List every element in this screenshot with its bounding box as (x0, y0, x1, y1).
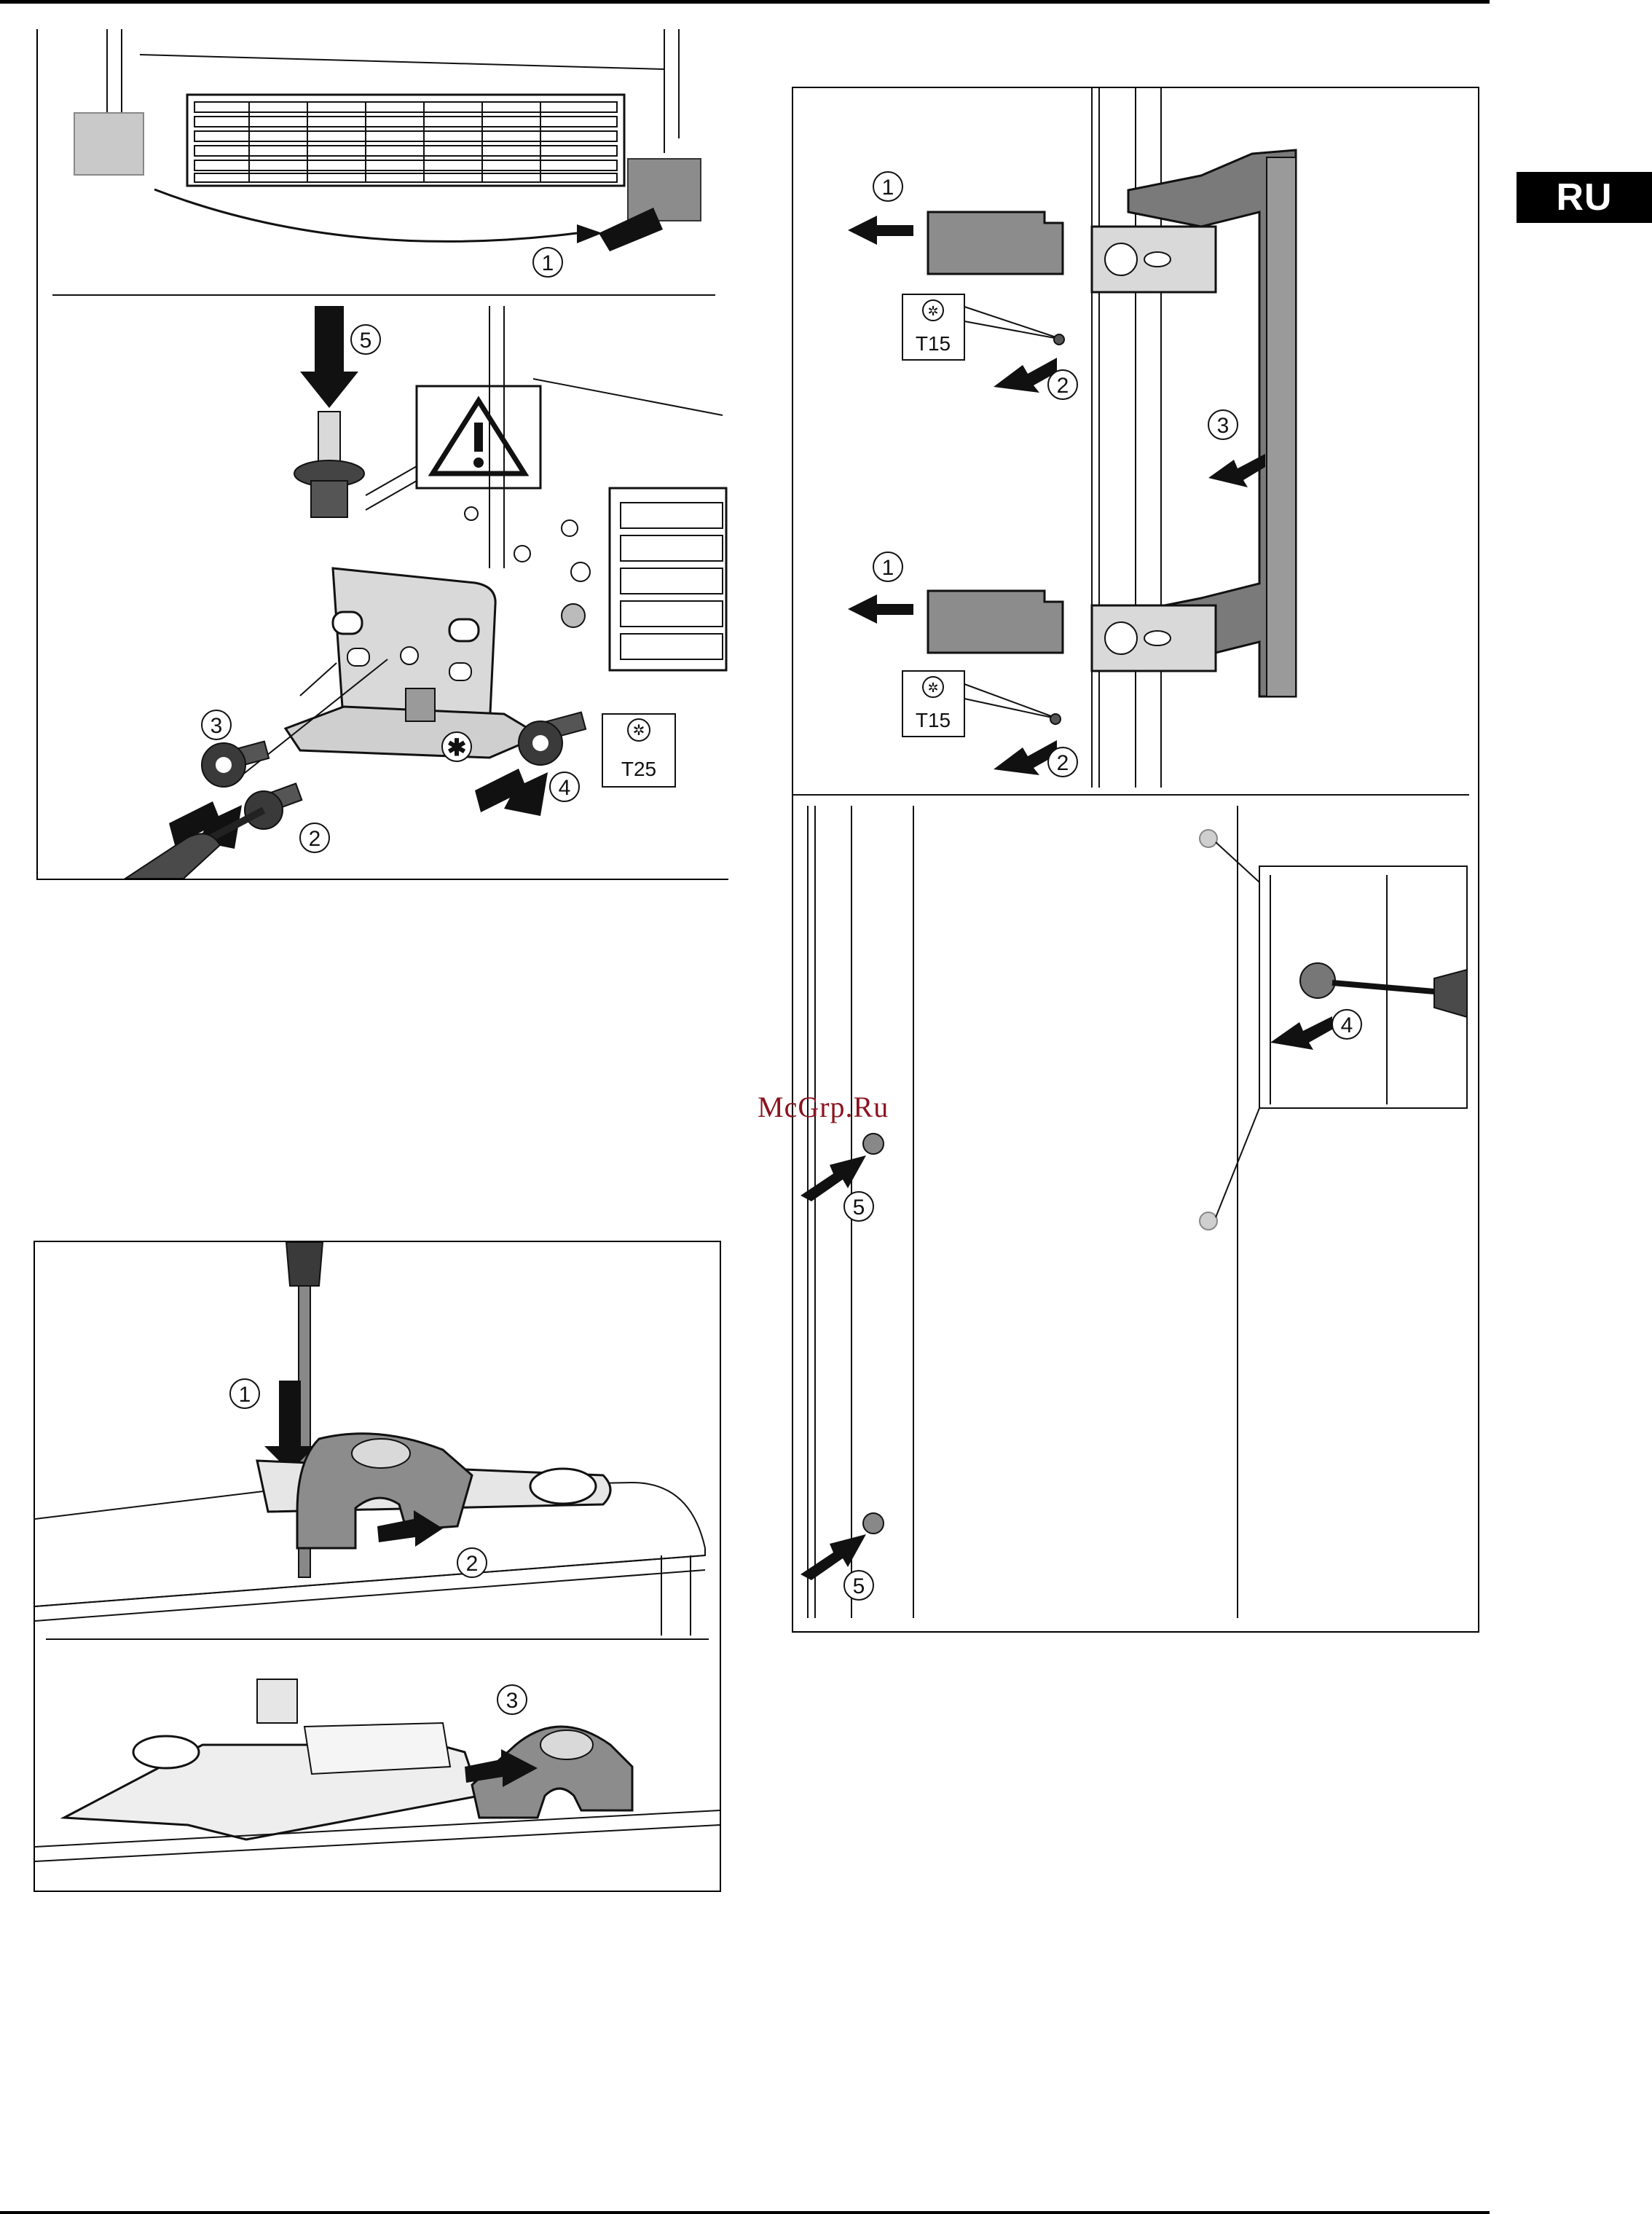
asterisk-marker: ✱ (447, 734, 467, 761)
callout-4: 4 (1341, 1013, 1353, 1037)
blanking-cap-bottom (863, 1513, 884, 1534)
callout-1-top: 1 (882, 176, 894, 200)
callout-2-top: 2 (1057, 374, 1069, 398)
figure-handle-panel: 1 1 ✲ T15 ✲ T15 2 2 3 (792, 87, 1479, 1633)
arrow-icon (994, 358, 1057, 393)
callout-5: 5 (360, 329, 372, 353)
svg-text:✲: ✲ (927, 304, 938, 318)
callout-5-top: 5 (853, 1196, 865, 1220)
callout-3: 3 (506, 1689, 519, 1713)
cover-cap-left (74, 113, 143, 175)
cover-bottom (928, 591, 1063, 653)
figure-door-lock-panel: 1 2 3 (34, 1241, 721, 1892)
callout-2: 2 (466, 1552, 479, 1576)
callout-5-bottom: 5 (853, 1574, 865, 1598)
screw-4 (519, 713, 586, 765)
callout-1: 1 (542, 251, 554, 275)
hinge-illustration: 1 5 (38, 29, 728, 879)
cover-top (928, 212, 1063, 274)
callout-1-bottom: 1 (882, 556, 894, 580)
screw-bottom (1050, 714, 1061, 724)
arrow-icon (848, 594, 913, 624)
torx-label-bottom: T15 (916, 709, 951, 731)
ventilation-grille-view: 1 (74, 29, 701, 277)
callout-4: 4 (559, 776, 571, 800)
callout-3: 3 (1217, 414, 1230, 438)
arrow-icon (475, 769, 548, 816)
arrow-icon (848, 216, 913, 245)
language-tab: RU (1517, 172, 1652, 223)
torx-label: T25 (621, 758, 656, 780)
bottom-rule (0, 2211, 1490, 2214)
screw-3 (202, 742, 269, 787)
door-lock-illustration: 1 2 3 (35, 1242, 720, 1891)
blanking-cap-top (863, 1134, 884, 1154)
figure-hinge-panel: 1 5 (36, 29, 728, 880)
callout-2: 2 (309, 827, 321, 851)
grille (187, 95, 624, 186)
watermark: McGrp.Ru (758, 1090, 889, 1124)
callout-3: 3 (211, 714, 223, 738)
top-rule (0, 0, 1490, 4)
callout-1: 1 (239, 1383, 251, 1407)
handle-illustration: 1 1 ✲ T15 ✲ T15 2 2 3 (793, 88, 1478, 1631)
svg-text:✲: ✲ (633, 723, 645, 739)
arrow-icon (994, 740, 1057, 775)
callout-2-bottom: 2 (1057, 751, 1069, 775)
svg-text:✲: ✲ (927, 680, 938, 695)
torx-label-top: T15 (916, 332, 951, 355)
cover-cap-right (628, 159, 701, 221)
arrow-icon (1208, 454, 1265, 487)
hinge-bracket-view: 5 (125, 306, 726, 879)
screw-top (1054, 334, 1064, 345)
